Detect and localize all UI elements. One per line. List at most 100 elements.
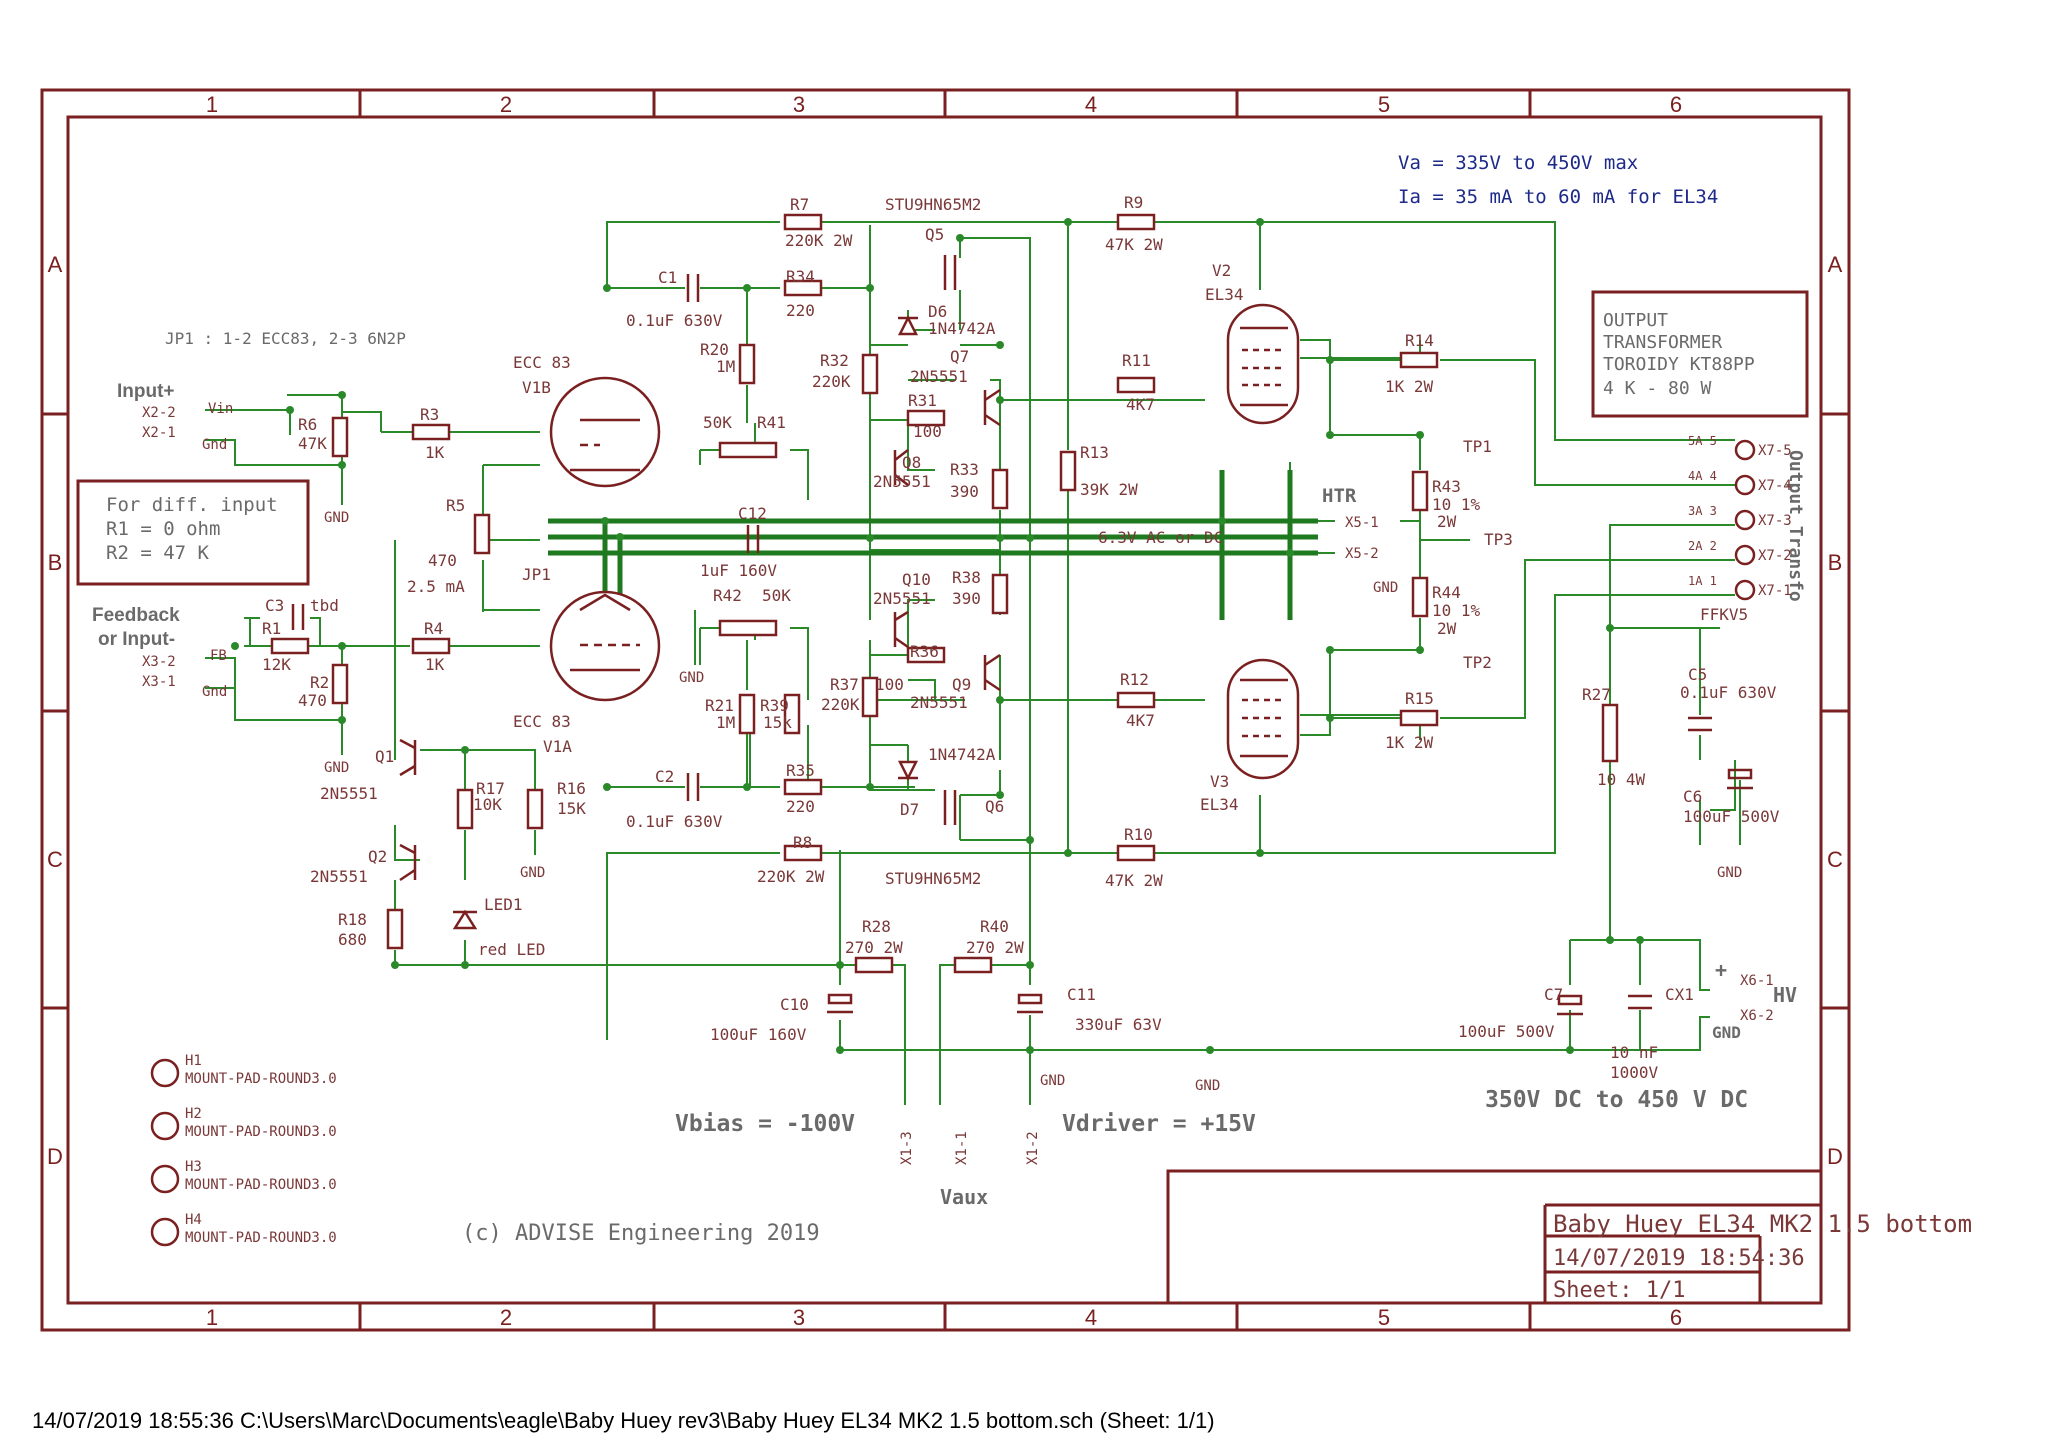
h3-type: MOUNT-PAD-ROUND3.0 <box>185 1177 337 1193</box>
r12-ref: R12 <box>1120 670 1149 689</box>
sheet-frame: 1 2 3 4 5 6 1 2 3 4 5 6 A B C D A B C D <box>40 88 1851 1332</box>
diff-line-1: For diff. input <box>106 494 278 516</box>
x7-3-label: X7-3 <box>1758 513 1792 529</box>
r31-ref: R31 <box>908 391 937 410</box>
r28-val: 270 2W <box>845 938 903 957</box>
r9-ref: R9 <box>1124 193 1143 212</box>
r13-val: 39K 2W <box>1080 480 1138 499</box>
row-label-left-d: D <box>47 1144 63 1169</box>
r32-val: 220K <box>812 372 851 391</box>
r41-ref: R41 <box>757 413 786 432</box>
c5-val: 0.1uF 630V <box>1680 683 1777 702</box>
r9-val: 47K 2W <box>1105 235 1163 254</box>
x7-2-pin: 2A 2 <box>1688 539 1717 553</box>
q1-ref: Q1 <box>375 747 394 766</box>
d7-type: 1N4742A <box>928 745 996 764</box>
diff-line-2: R1 = 0 ohm <box>106 518 220 540</box>
x2-gnd: Gnd <box>202 437 227 453</box>
row-label-left-b: B <box>48 550 63 575</box>
v1a-ref: V1A <box>543 737 572 756</box>
c10-ref: C10 <box>780 995 809 1014</box>
r6-val: 47K <box>298 434 327 453</box>
gnd-6: GND <box>1195 1078 1220 1094</box>
x7-5-label: X7-5 <box>1758 443 1792 459</box>
title-block: Baby Huey EL34 MK2 1.5 bottom 14/07/2019… <box>1166 1169 1972 1305</box>
r14-ref: R14 <box>1405 331 1434 350</box>
tube-v2: V2 EL34 <box>1205 261 1300 425</box>
r41-val: 50K <box>703 413 732 432</box>
r14-val: 1K 2W <box>1385 377 1434 396</box>
ot-line-1: OUTPUT <box>1603 310 1668 331</box>
led1-ref: LED1 <box>484 895 523 914</box>
r8-ref: R8 <box>793 833 812 852</box>
x7-5-pin: 5A 5 <box>1688 434 1717 448</box>
r12-val: 4K7 <box>1126 711 1155 730</box>
c7-ref: C7 <box>1544 985 1563 1004</box>
note-feedback-2: or Input- <box>98 629 175 650</box>
r1-val: 12K <box>262 655 291 674</box>
r3-ref: R3 <box>420 405 439 424</box>
q8-ref: Q8 <box>902 453 921 472</box>
row-label-right-d: D <box>1827 1144 1843 1169</box>
gnd-2: GND <box>324 760 349 776</box>
transistors <box>399 255 1001 930</box>
tp3-ref: TP3 <box>1484 530 1513 549</box>
tp1-ref: TP1 <box>1463 437 1492 456</box>
r16-ref: R16 <box>557 779 586 798</box>
r10-val: 47K 2W <box>1105 871 1163 890</box>
q6-ref: Q6 <box>985 797 1004 816</box>
r7-val: 220K 2W <box>785 231 853 250</box>
c11-ref: C11 <box>1067 985 1096 1004</box>
r11-ref: R11 <box>1122 351 1151 370</box>
c10-val: 100uF 160V <box>710 1025 807 1044</box>
v1b-ref: V1B <box>522 378 551 397</box>
x3-gnd: Gnd <box>202 684 227 700</box>
x5-1-label: X5-1 <box>1345 515 1379 531</box>
h2-name: H2 <box>185 1106 202 1122</box>
c2-ref: C2 <box>655 767 674 786</box>
q10-ref: Q10 <box>902 570 931 589</box>
q9-ref: Q9 <box>952 675 971 694</box>
q7-type: 2N5551 <box>910 367 968 386</box>
x6-1-label: X6-1 <box>1740 973 1774 989</box>
col-label-top-2: 2 <box>500 92 512 117</box>
col-label-top-6: 6 <box>1670 92 1682 117</box>
r36-val: 100 <box>875 675 904 694</box>
note-output-transfo: Output Transfo <box>1785 450 1806 602</box>
r11-val: 4K7 <box>1126 395 1155 414</box>
r18-ref: R18 <box>338 910 367 929</box>
note-ia: Ia = 35 mA to 60 mA for EL34 <box>1398 186 1718 208</box>
x7-4-pin: 4A 4 <box>1688 469 1717 483</box>
x7-4-label: X7-4 <box>1758 478 1792 494</box>
x3-2-label: X3-2 <box>142 654 176 670</box>
x5-2-label: X5-2 <box>1345 546 1379 562</box>
gnd-4: GND <box>679 670 704 686</box>
r17-val: 10K <box>473 795 502 814</box>
col-label-bottom-2: 2 <box>500 1305 512 1330</box>
col-label-bottom-3: 3 <box>793 1305 805 1330</box>
q10-type: 2N5551 <box>873 589 931 608</box>
stu-top: STU9HN65M2 <box>885 195 981 214</box>
title-block-title: Baby Huey EL34 MK2 1.5 bottom <box>1553 1210 1972 1238</box>
q7-ref: Q7 <box>950 347 969 366</box>
x6-gnd: GND <box>1712 1023 1741 1042</box>
r21-val: 1M <box>716 713 735 732</box>
r16-val: 15K <box>557 799 586 818</box>
note-heater-supply: 6.3V AC or DC <box>1098 528 1223 547</box>
c6-val: 100uF 500V <box>1683 807 1780 826</box>
row-label-right-c: C <box>1827 847 1843 872</box>
stu-bot: STU9HN65M2 <box>885 869 981 888</box>
r38-ref: R38 <box>952 568 981 587</box>
title-block-sheet: Sheet: 1/1 <box>1553 1278 1685 1303</box>
jp1-ref: JP1 <box>522 565 551 584</box>
v1b-type: ECC 83 <box>513 353 571 372</box>
r43-watt: 2W <box>1437 512 1457 531</box>
x3-1-label: X3-1 <box>142 674 176 690</box>
q1-type: 2N5551 <box>320 784 378 803</box>
note-hv: HV <box>1773 983 1797 1007</box>
row-label-left-a: A <box>48 252 63 277</box>
r17-ref: R17 <box>476 779 505 798</box>
row-label-left-c: C <box>47 847 63 872</box>
col-label-top-3: 3 <box>793 92 805 117</box>
x6-plus: + <box>1715 958 1727 982</box>
